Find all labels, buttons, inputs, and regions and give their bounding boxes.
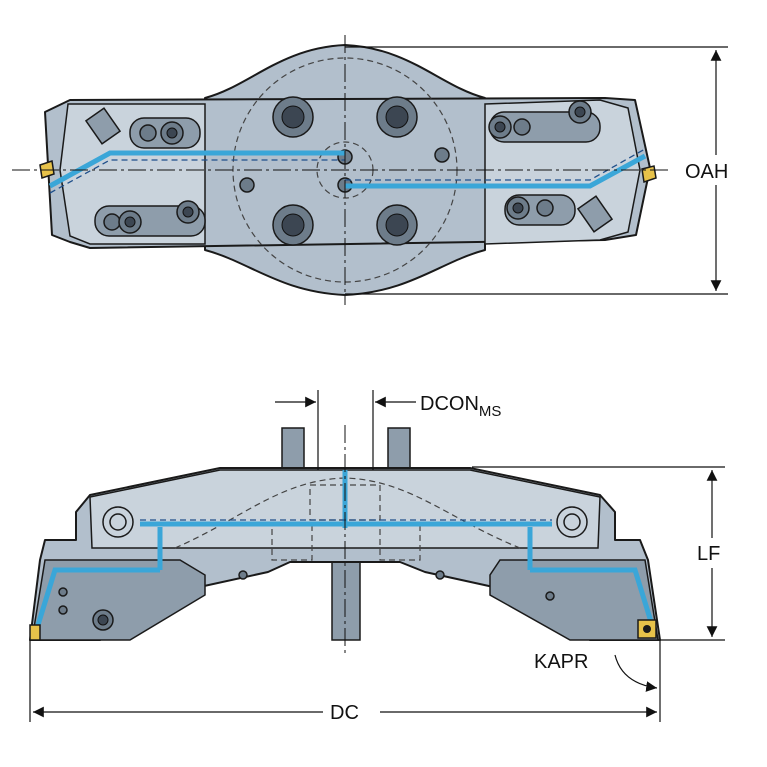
side-view-stud-left [281, 427, 305, 471]
kapr-label: KAPR [534, 651, 588, 673]
side-view-small-hole [545, 591, 555, 601]
side-view-small-hole [435, 570, 445, 580]
dcon-main-text: DCON [420, 393, 479, 415]
top-view-right-insert [641, 165, 657, 183]
dcon-ms-dimension: DCONMS [275, 390, 501, 470]
top-view-coolant-channels [48, 148, 647, 194]
side-view-small-hole [58, 587, 68, 597]
top-view-mounting-screws [272, 96, 418, 246]
oah-label: OAH [685, 161, 728, 183]
top-view-pin-hole [434, 147, 450, 163]
side-view-pilot-shaft [331, 559, 361, 641]
side-view-stud-right [387, 427, 411, 471]
dcon-sub-text: MS [479, 403, 502, 420]
side-view-pivot-right [556, 506, 588, 538]
side-view-small-hole [58, 605, 68, 615]
top-view [12, 35, 670, 305]
side-view-small-hole [238, 570, 248, 580]
side-view-right-holder [489, 559, 659, 641]
top-view-pin-hole [239, 177, 255, 193]
dc-label: DC [330, 702, 359, 724]
top-view-right-clamps [488, 100, 614, 233]
side-view-pivot-left [102, 506, 134, 538]
kapr-dimension: KAPR [534, 640, 661, 722]
oah-dimension: OAH [345, 46, 728, 295]
side-view [29, 425, 661, 655]
dc-dimension: DC [29, 640, 657, 724]
lf-label: LF [697, 543, 720, 565]
side-view-left-insert [29, 624, 41, 641]
top-view-left-clamps [84, 107, 206, 237]
dcon-label: DCONMS [420, 393, 501, 420]
lf-dimension: LF [472, 466, 725, 641]
